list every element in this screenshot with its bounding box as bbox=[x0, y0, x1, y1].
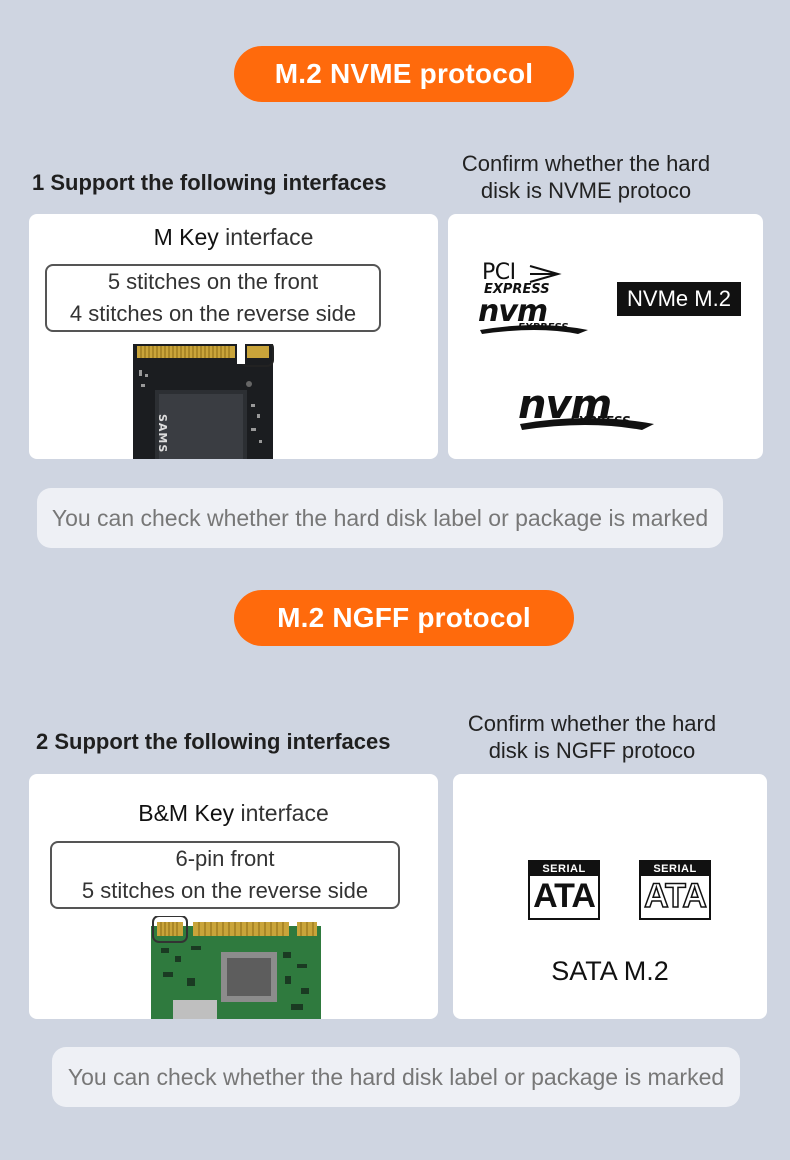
serial-ata-logo-2: SERIAL ATA bbox=[639, 860, 711, 920]
nvme-logo-card: PCI EXPRESS nvm EXPRESS NVMe M.2 nvm EXP… bbox=[448, 214, 763, 459]
ngff-key-name: B&M Key bbox=[138, 800, 235, 826]
nvm-swoosh-small-icon bbox=[480, 325, 588, 334]
serial-ata-logo-1: SERIAL ATA bbox=[528, 860, 600, 920]
nvme-stitch-line2: 4 stitches on the reverse side bbox=[69, 301, 357, 326]
ngff-stitch-line2: 5 stitches on the reverse side bbox=[81, 878, 369, 903]
nvm-express-large-text: EXPRESS bbox=[570, 414, 631, 428]
ngff-support-title: 2 Support the following interfaces bbox=[36, 729, 391, 754]
ngff-logo-card: SERIAL ATA SERIAL ATA SATA M.2 bbox=[453, 774, 767, 1019]
ngff-interface-card: B&M Key interface 6-pin front 5 stitches… bbox=[29, 774, 438, 1019]
ngff-stitch-line1: 6-pin front bbox=[175, 846, 275, 871]
nvme-ssd-image bbox=[133, 344, 274, 459]
nvm-swoosh-large-icon bbox=[520, 418, 654, 430]
ngff-confirm-text: Confirm whether the hard disk is NGFF pr… bbox=[452, 710, 732, 764]
nvme-confirm-line2: disk is NVME protoco bbox=[480, 178, 692, 203]
nvme-confirm-line1: Confirm whether the hard bbox=[461, 151, 711, 176]
serial-ata-logo-1-ata-text: ATA bbox=[533, 877, 596, 915]
nvme-key-name: M Key bbox=[153, 224, 219, 250]
nvme-interface-card: M Key interface 5 stitches on the front … bbox=[29, 214, 438, 459]
pci-logo-text: PCI bbox=[482, 260, 516, 285]
serial-ata-logo-1-serial-text: SERIAL bbox=[530, 862, 598, 876]
nvme-stitch-box: 5 stitches on the front 4 stitches on th… bbox=[45, 264, 381, 332]
ngff-protocol-header: M.2 NGFF protocol bbox=[234, 590, 574, 646]
sata-m2-label: SATA M.2 bbox=[551, 956, 669, 986]
nvme-protocol-header: M.2 NVME protocol bbox=[234, 46, 574, 102]
nvme-stitch-line1: 5 stitches on the front bbox=[107, 269, 319, 294]
ngff-confirm-line2: disk is NGFF protoco bbox=[488, 738, 696, 763]
serial-ata-logo-2-serial-text: SERIAL bbox=[641, 862, 709, 876]
pci-express-text: EXPRESS bbox=[484, 282, 550, 297]
nvme-key-suffix: interface bbox=[218, 224, 314, 250]
ngff-check-note: You can check whether the hard disk labe… bbox=[52, 1047, 740, 1107]
nvm-express-small-text: EXPRESS bbox=[518, 322, 569, 333]
nvme-check-note: You can check whether the hard disk labe… bbox=[37, 488, 723, 548]
nvme-support-title: 1 Support the following interfaces bbox=[32, 170, 387, 195]
ngff-key-suffix: interface bbox=[234, 800, 329, 826]
ngff-confirm-line1: Confirm whether the hard bbox=[467, 711, 717, 736]
nvm-logo-small-text: nvm bbox=[478, 294, 548, 329]
nvme-ssd-brand-label: SAMSUNG bbox=[156, 414, 169, 454]
nvme-key-title: M Key interface bbox=[29, 224, 438, 251]
ngff-ssd-image bbox=[151, 916, 321, 1019]
nvme-m2-badge: NVMe M.2 bbox=[617, 282, 741, 316]
serial-ata-logo-2-ata-text: ATA bbox=[643, 876, 707, 916]
ngff-stitch-box: 6-pin front 5 stitches on the reverse si… bbox=[50, 841, 400, 909]
ngff-key-title: B&M Key interface bbox=[29, 800, 438, 827]
pci-arrow-icon bbox=[529, 265, 562, 283]
nvme-confirm-text: Confirm whether the hard disk is NVME pr… bbox=[446, 150, 726, 204]
